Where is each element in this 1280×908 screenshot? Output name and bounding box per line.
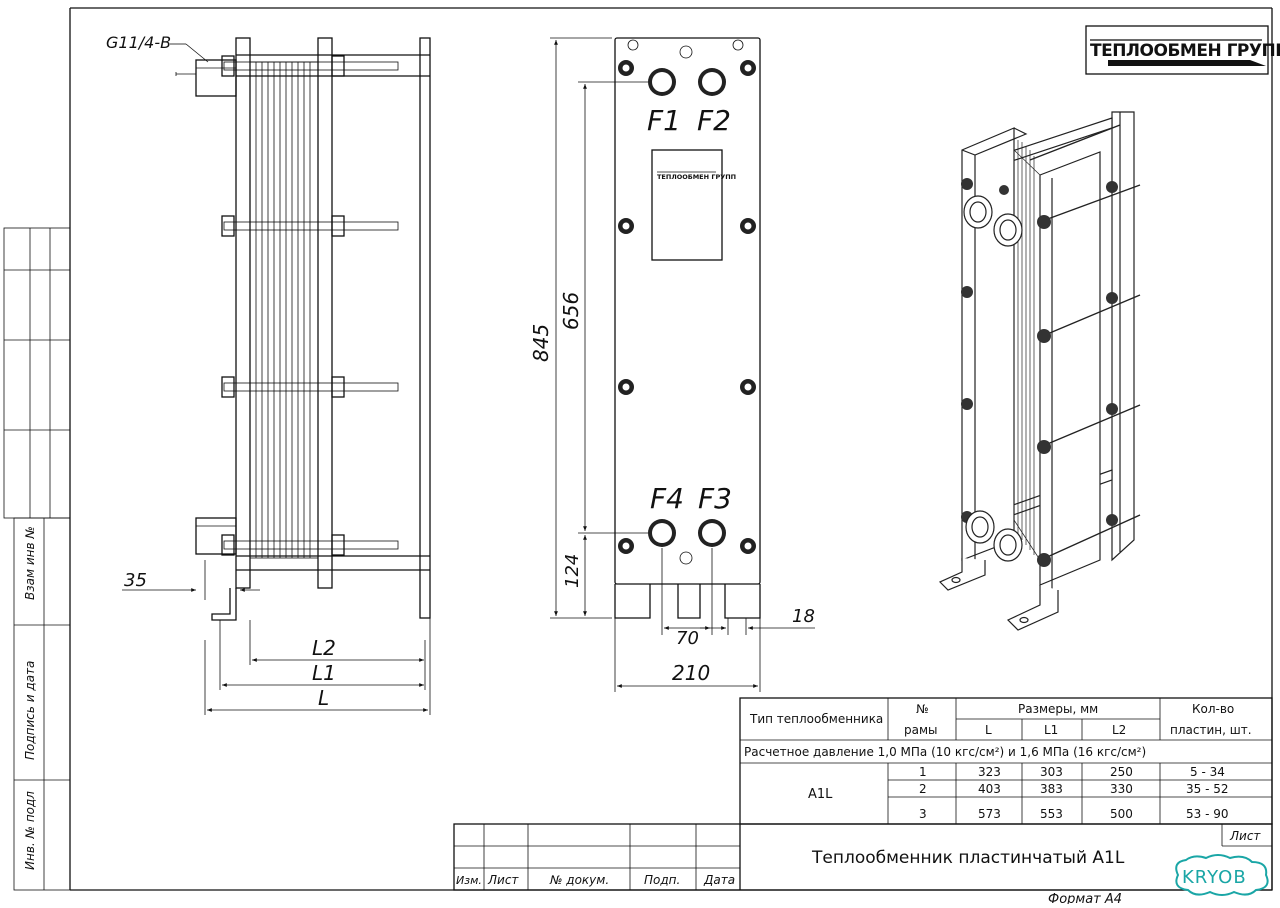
cell-L1: 303 [1040, 765, 1063, 779]
tb-format: Формат А4 [1048, 892, 1122, 904]
tb-doc: № докум. [549, 873, 609, 887]
front-view: F1 F2 F4 F3 ТЕПЛООБМЕН ГРУПП 845 656 124… [529, 37, 815, 692]
side-view: G11/4-B 35 L2 L1 L [106, 33, 431, 715]
isometric-view [938, 111, 1141, 631]
plate-pack [249, 61, 319, 559]
cell-plates: 35 - 52 [1186, 782, 1229, 796]
stamp-podpis: Подпись и дата [23, 661, 37, 760]
cell-L: 573 [978, 807, 1001, 821]
cell-frame: 3 [919, 807, 927, 821]
cell-L2: 250 [1110, 765, 1133, 779]
brand-logo: ТЕПЛООБМЕН ГРУПП [1085, 25, 1280, 75]
th-L2: L2 [1112, 723, 1126, 737]
tb-date: Дата [703, 873, 735, 887]
th-count-1: Кол-во [1192, 702, 1234, 716]
tb-sheet: Лист [1229, 829, 1261, 843]
cell-L2: 330 [1110, 782, 1133, 796]
model-cell: A1L [808, 787, 833, 802]
th-sizes: Размеры, мм [1018, 702, 1098, 716]
kryob-text: KRYOB [1182, 867, 1247, 888]
dim-845: 845 [529, 324, 553, 362]
cell-L: 403 [978, 782, 1001, 796]
tie-bolts [221, 55, 399, 556]
dim-L1: L1 [312, 661, 336, 685]
cell-L1: 553 [1040, 807, 1063, 821]
dim-124: 124 [562, 554, 583, 588]
name-plate-logo: ТЕПЛООБМЕН ГРУПП [657, 171, 736, 181]
front-ports [648, 68, 726, 547]
cell-L: 323 [978, 765, 1001, 779]
dim-35: 35 [124, 570, 147, 591]
left-stamp: Взам инв № Подпись и дата Инв. № подл [3, 227, 71, 891]
dim-L2: L2 [312, 636, 336, 660]
stamp-vzam: Взам инв № [23, 526, 37, 600]
spec-table: Тип теплообменника № рамы Размеры, мм L … [739, 697, 1273, 825]
plate-label: ТЕПЛООБМЕН ГРУПП [657, 173, 736, 181]
brand-logo-text: ТЕПЛООБМЕН ГРУПП [1090, 41, 1280, 61]
th-L: L [985, 723, 992, 737]
tb-podp: Подп. [644, 873, 680, 887]
th-count-2: пластин, шт. [1170, 723, 1252, 737]
th-type: Тип теплообменника [749, 712, 883, 726]
connection-label: G11/4-B [106, 33, 171, 52]
front-bolts [618, 60, 756, 554]
dim-656: 656 [559, 292, 583, 330]
cell-frame: 2 [919, 782, 927, 796]
table-row: 1 323 303 250 5 - 34 [919, 765, 1225, 779]
tb-title: Теплообменник пластинчатый A1L [811, 848, 1125, 868]
stamp-inv: Инв. № подл [23, 791, 37, 870]
th-frame-2: рамы [904, 723, 938, 737]
th-frame-1: № [916, 702, 928, 716]
title-block: Изм. Лист № докум. Подп. Дата Теплообмен… [453, 823, 1273, 907]
side-connections [195, 59, 237, 555]
tb-list: Лист [487, 873, 519, 887]
th-L1: L1 [1044, 723, 1058, 737]
dim-L: L [318, 686, 329, 710]
table-row: 3 573 553 500 53 - 90 [919, 807, 1229, 821]
cell-L1: 383 [1040, 782, 1063, 796]
cell-frame: 1 [919, 765, 927, 779]
port-f3: F3 [698, 482, 732, 515]
table-row: 2 403 383 330 35 - 52 [919, 782, 1229, 796]
port-f1: F1 [647, 104, 681, 137]
dim-70: 70 [676, 628, 699, 649]
cell-L2: 500 [1110, 807, 1133, 821]
dim-18: 18 [792, 606, 815, 627]
port-f2: F2 [697, 104, 731, 137]
tb-izm: Изм. [456, 874, 482, 887]
cell-plates: 5 - 34 [1190, 765, 1225, 779]
dim-210: 210 [672, 661, 710, 685]
cell-plates: 53 - 90 [1186, 807, 1229, 821]
pressure-row: Расчетное давление 1,0 МПа (10 кгс/см²) … [744, 745, 1146, 759]
port-f4: F4 [650, 482, 684, 515]
kryob-watermark: KRYOB [1175, 854, 1269, 896]
